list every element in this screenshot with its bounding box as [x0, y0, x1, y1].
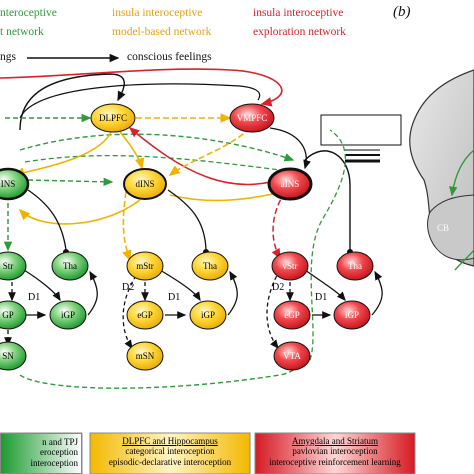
- node-igp-right: iGP: [333, 300, 371, 330]
- legend-red-line2: pavlovian interoception: [292, 446, 378, 457]
- svg-text:iGP: iGP: [201, 310, 215, 320]
- node-dlpfc: DLPFC: [90, 103, 136, 133]
- node-tha-mid: Tha: [191, 251, 229, 281]
- achr-density-box: [320, 114, 402, 163]
- svg-text:vStr: vStr: [282, 261, 297, 271]
- conscious-feelings-label: conscious feelings: [127, 51, 212, 63]
- svg-text:DLPFC: DLPFC: [99, 113, 127, 123]
- edge-label-d1-left: D1: [28, 292, 40, 303]
- svg-text:INS: INS: [1, 179, 16, 189]
- edge-label-d2-right: D2: [272, 282, 284, 293]
- svg-text:Str: Str: [3, 261, 14, 271]
- legend-orange: DLPFC and Hippocampus categorical intero…: [90, 433, 250, 474]
- legend-orange-line1: DLPFC and Hippocampus: [122, 436, 218, 446]
- node-str-left: Str: [0, 251, 27, 281]
- legend-orange-line2: categorical interoception: [125, 446, 215, 457]
- node-egp-mid: eGP: [126, 300, 164, 330]
- svg-text:dINS: dINS: [135, 179, 154, 189]
- brain-illustration: [409, 69, 474, 271]
- node-mstr: mStr: [126, 251, 164, 281]
- header-green-subtitle: t network: [0, 26, 44, 38]
- legend-green-line3: interoception: [30, 457, 78, 468]
- svg-text:Tha: Tha: [348, 261, 362, 271]
- brain-cb-label: CB: [437, 223, 449, 233]
- legend-red: Amygdala and Striatum pavlovian interoce…: [255, 433, 415, 474]
- svg-text:iGP: iGP: [61, 310, 75, 320]
- node-sn-left: SN: [0, 341, 27, 371]
- legend-green: n and TPJ eroception interoception: [0, 433, 82, 474]
- svg-text:iGP: iGP: [345, 310, 359, 320]
- node-vstr: vStr: [271, 251, 309, 281]
- node-vmpfc: VMPFC: [229, 103, 275, 133]
- node-vta: VTA: [273, 341, 311, 371]
- legend-red-swatch: [254, 432, 416, 474]
- svg-text:SN: SN: [2, 351, 14, 361]
- svg-text:Tha: Tha: [203, 261, 217, 271]
- svg-text:GP: GP: [2, 310, 14, 320]
- node-tha-left: Tha: [51, 251, 89, 281]
- feelings-left-label: ngs: [0, 51, 16, 63]
- svg-text:aINS: aINS: [281, 179, 300, 189]
- header-red-subtitle: exploration network: [253, 26, 346, 38]
- header-red-title: insula interoceptive: [253, 7, 344, 19]
- node-gp-left: GP: [0, 300, 27, 330]
- legend-green-swatch: [0, 432, 83, 474]
- legend-green-line2: eroception: [40, 447, 78, 458]
- edge-label-d1-right: D1: [315, 292, 327, 303]
- svg-text:mStr: mStr: [136, 261, 154, 271]
- legend-green-line1: n and TPJ: [42, 437, 78, 447]
- header-green-title: nteroceptive: [0, 7, 57, 19]
- node-ins-left: INS: [0, 167, 30, 201]
- svg-text:eGP: eGP: [284, 310, 300, 320]
- node-dins: dINS: [123, 168, 167, 200]
- edge-label-d1-mid: D1: [168, 292, 180, 303]
- edge-label-d2-mid: D2: [122, 282, 134, 293]
- node-egp-right: eGP: [273, 300, 311, 330]
- node-igp-left: iGP: [49, 300, 87, 330]
- svg-text:VTA: VTA: [283, 351, 301, 361]
- legend-red-line3: interoceptive reinforcement learning: [269, 456, 401, 467]
- svg-text:Tha: Tha: [63, 261, 77, 271]
- node-igp-mid: iGP: [189, 300, 227, 330]
- legend-red-line1: Amygdala and Striatum: [292, 436, 378, 446]
- node-ains: aINS: [267, 167, 313, 201]
- header-orange-subtitle: model-based network: [112, 26, 212, 38]
- svg-text:mSN: mSN: [136, 351, 155, 361]
- panel-b-label: (b): [393, 4, 411, 20]
- legend-orange-swatch: [89, 432, 251, 474]
- legend-orange-line3: episodic-declarative interoception: [108, 456, 232, 467]
- node-msn: mSN: [126, 341, 164, 371]
- header-orange-title: insula interoceptive: [112, 7, 203, 19]
- svg-text:VMPFC: VMPFC: [237, 113, 268, 123]
- svg-text:eGP: eGP: [137, 310, 153, 320]
- node-tha-right: Tha: [336, 251, 374, 281]
